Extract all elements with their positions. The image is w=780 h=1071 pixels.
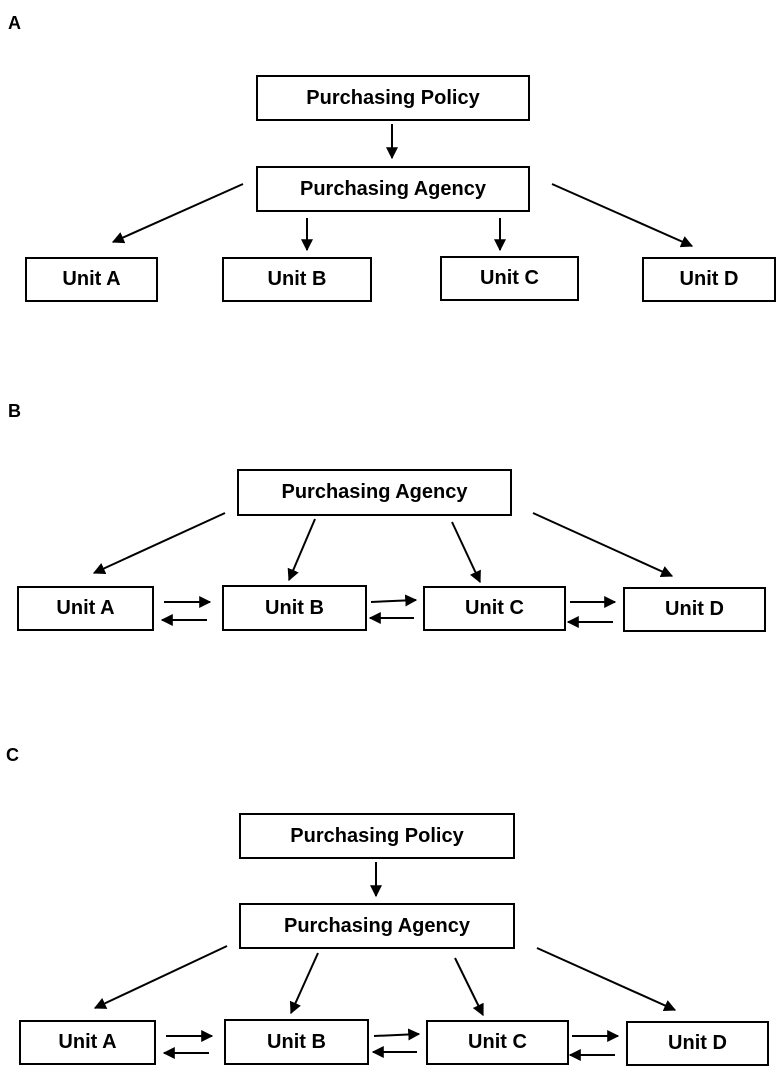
panel-label-a: A [8, 13, 21, 33]
arrow-b-agency-to-unit-b [287, 518, 316, 582]
panel-label-b: B [8, 401, 21, 421]
purchasing-agency-box-b: Purchasing Agency [237, 469, 512, 516]
arrow-b-unit-b-to-unit-c [370, 594, 418, 607]
unit-b-box-c: Unit B [224, 1019, 369, 1065]
purchasing-agency-box-c: Purchasing Agency [239, 903, 515, 949]
unit-d-box-b: Unit D [623, 587, 766, 632]
arrow-c-agency-to-unit-d [536, 947, 677, 1012]
panel-label-c: C [6, 745, 19, 765]
arrow-c-unit-b-to-unit-c [373, 1028, 421, 1041]
unit-b-box-a: Unit B [222, 257, 372, 302]
arrow-b-agency-to-unit-d [532, 512, 674, 578]
purchasing-policy-box-c: Purchasing Policy [239, 813, 515, 859]
purchasing-agency-box-a: Purchasing Agency [256, 166, 530, 212]
unit-a-box-a: Unit A [25, 257, 158, 302]
unit-d-box-c: Unit D [626, 1021, 769, 1066]
unit-d-box-a: Unit D [642, 257, 776, 302]
unit-c-box-c: Unit C [426, 1020, 569, 1065]
unit-a-box-c: Unit A [19, 1020, 156, 1065]
unit-c-box-a: Unit C [440, 256, 579, 301]
arrow-b-agency-to-unit-a [92, 512, 226, 574]
arrow-c-agency-to-unit-a [93, 945, 228, 1009]
unit-a-box-b: Unit A [17, 586, 154, 631]
arrow-c-agency-to-unit-b [289, 952, 319, 1015]
arrow-a-agency-to-unit-a [111, 183, 244, 244]
arrow-b-agency-to-unit-c [451, 521, 481, 584]
unit-c-box-b: Unit C [423, 586, 566, 631]
unit-b-box-b: Unit B [222, 585, 367, 631]
purchasing-policy-box-a: Purchasing Policy [256, 75, 530, 121]
arrow-a-agency-to-unit-d [551, 183, 694, 248]
arrow-c-agency-to-unit-c [454, 957, 484, 1017]
